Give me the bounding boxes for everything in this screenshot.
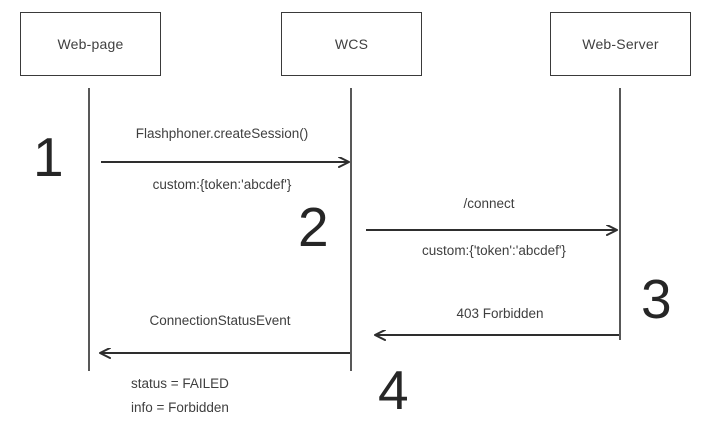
message-label-connection-status-event-status: status = FAILED (131, 376, 229, 391)
message-label-forbidden-above: 403 Forbidden (456, 306, 544, 321)
participant-box-web-server[interactable]: Web-Server (550, 12, 691, 76)
step-number-1: 1 (33, 126, 64, 188)
step-number-3: 3 (641, 268, 672, 330)
participant-box-wcs[interactable]: WCS (281, 12, 422, 76)
participant-label-web-server: Web-Server (582, 36, 659, 52)
message-label-create-session-above: Flashphoner.createSession() (135, 126, 309, 141)
step-number-4: 4 (378, 359, 409, 421)
step-number-2: 2 (298, 196, 329, 258)
message-label-create-session-below: custom:{token:'abcdef'} (152, 177, 292, 192)
participant-label-wcs: WCS (334, 36, 369, 52)
message-label-connection-status-event-above: ConnectionStatusEvent (149, 313, 291, 328)
participant-label-web-page: Web-page (57, 36, 124, 52)
message-label-connect-below: custom:{'token':'abcdef'} (422, 243, 566, 258)
message-label-connection-status-event-info: info = Forbidden (131, 400, 229, 415)
participant-box-web-page[interactable]: Web-page (20, 12, 161, 76)
message-label-connect-above: /connect (463, 196, 515, 211)
